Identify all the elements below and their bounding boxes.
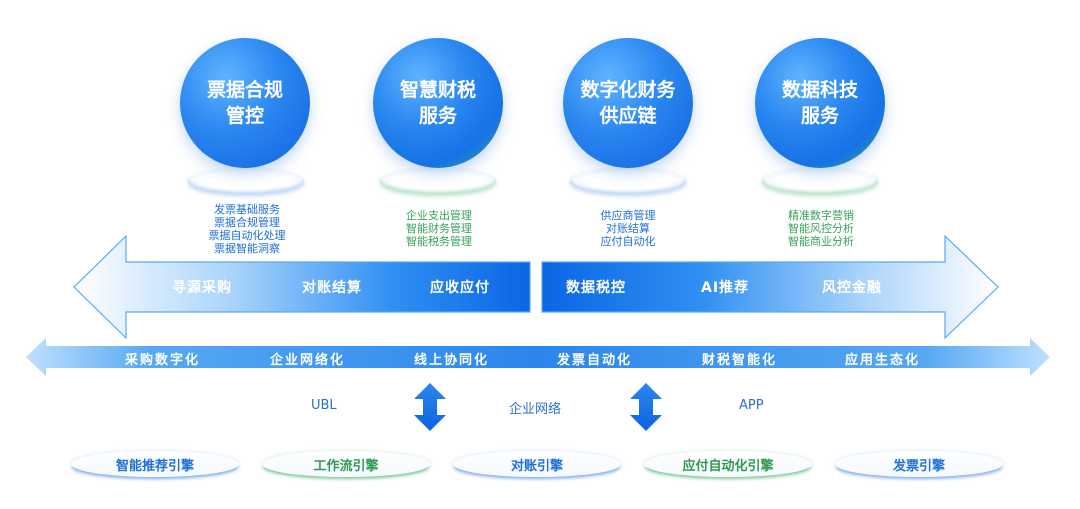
- service-title: 智慧财税 服务: [399, 79, 476, 127]
- engine-recommend[interactable]: 智能推荐引擎: [71, 451, 239, 477]
- engine-label: 发票引擎: [892, 458, 945, 474]
- arrow-label-ai: AI推荐: [701, 280, 750, 296]
- pedestal-4: [762, 168, 878, 194]
- service-item: 票据智能洞察: [214, 242, 280, 255]
- service-items-supply: 供应商管理 对账结算 应付自动化: [558, 209, 698, 248]
- band-label-ecosystem: 应用生态化: [845, 353, 921, 368]
- engine-label: 应付自动化引擎: [682, 458, 774, 474]
- service-circle-supply-chain[interactable]: 数字化财务 供应链: [563, 38, 693, 168]
- pedestal-1: [188, 168, 304, 194]
- vertical-arrow-right: [630, 383, 662, 431]
- arrow-label-risk: 风控金融: [822, 280, 882, 296]
- label-enterprise-network: 企业网络: [509, 402, 562, 417]
- engine-workflow[interactable]: 工作流引擎: [262, 451, 430, 477]
- band-label-invoice-auto: 发票自动化: [557, 353, 633, 368]
- engine-label: 对账引擎: [510, 458, 563, 474]
- band-label-procurement: 采购数字化: [125, 353, 201, 368]
- service-title: 票据合规 管控: [206, 79, 283, 127]
- pedestal-3: [570, 168, 686, 194]
- band-label-collab: 线上协同化: [414, 353, 490, 368]
- service-circle-data-tech[interactable]: 数据科技 服务: [755, 38, 885, 168]
- left-big-arrow: [73, 234, 531, 340]
- label-app: APP: [739, 398, 764, 413]
- vertical-arrow-left: [414, 383, 446, 431]
- service-item: 智能税务管理: [406, 235, 472, 248]
- pedestal-2: [380, 168, 496, 194]
- service-item: 供应商管理: [600, 209, 656, 222]
- service-item: 应付自动化: [600, 235, 656, 248]
- service-items-data: 精准数字营销 智能风控分析 智能商业分析: [751, 209, 891, 248]
- service-item: 智能财务管理: [406, 222, 472, 235]
- service-items-tax: 企业支出管理 智能财务管理 智能税务管理: [369, 209, 509, 248]
- engine-reconcile[interactable]: 对账引擎: [453, 451, 621, 477]
- engine-label: 工作流引擎: [313, 458, 379, 474]
- service-item: 票据自动化处理: [208, 229, 286, 242]
- service-item: 企业支出管理: [406, 209, 472, 222]
- arrow-label-sourcing: 寻源采购: [172, 280, 232, 296]
- service-item: 发票基础服务: [214, 203, 280, 216]
- service-circle-invoice-compliance[interactable]: 票据合规 管控: [180, 38, 310, 168]
- service-circle-smart-tax[interactable]: 智慧财税 服务: [373, 38, 503, 168]
- engine-label: 智能推荐引擎: [115, 458, 194, 474]
- band-label-network: 企业网络化: [270, 353, 346, 368]
- service-item: 对账结算: [606, 222, 650, 235]
- label-ubl: UBL: [311, 398, 337, 413]
- service-item: 精准数字营销: [788, 209, 854, 222]
- service-item: 智能风控分析: [788, 222, 854, 235]
- service-item: 票据合规管理: [214, 216, 280, 229]
- engine-invoice[interactable]: 发票引擎: [835, 451, 1003, 477]
- arrow-label-tax-control: 数据税控: [566, 280, 626, 296]
- engine-ap-automation[interactable]: 应付自动化引擎: [644, 451, 812, 477]
- service-item: 智能商业分析: [788, 235, 854, 248]
- arrow-label-receivable: 应收应付: [430, 280, 490, 296]
- service-items-invoice: 发票基础服务 票据合规管理 票据自动化处理 票据智能洞察: [177, 203, 317, 255]
- service-title: 数字化财务 供应链: [580, 79, 676, 127]
- band-label-fintax: 财税智能化: [702, 353, 778, 368]
- service-title: 数据科技 服务: [781, 79, 858, 127]
- arrow-label-reconcile: 对账结算: [302, 280, 362, 296]
- bottom-double-arrow: [26, 338, 1050, 376]
- right-big-arrow: [541, 234, 999, 340]
